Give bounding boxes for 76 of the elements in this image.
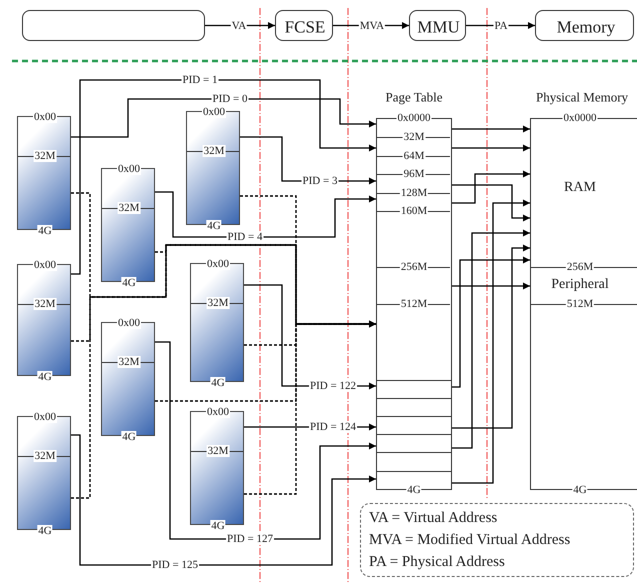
address-label: 4G [210, 377, 226, 389]
arrow [452, 230, 530, 449]
process-box [275, 10, 333, 41]
dashed-arrow [244, 320, 376, 495]
address-label: 32M [202, 145, 226, 157]
edge-label: PID = 124 [309, 421, 357, 433]
arrow [71, 79, 376, 275]
address-label: 4G [37, 225, 53, 237]
address-label: 4G [572, 484, 588, 496]
address-label: 4G [37, 525, 53, 537]
address-label: 0x00 [33, 111, 57, 123]
arrow [452, 200, 530, 484]
address-label: 32M [34, 150, 56, 162]
address-label: 0x00 [117, 317, 141, 329]
arrow [155, 341, 376, 540]
region-label: Peripheral [550, 277, 610, 293]
edge-label: PID = 0 [212, 93, 248, 105]
column-heading: Page Table [384, 90, 444, 104]
address-label: 32M [118, 356, 140, 368]
address-label: 160M [400, 205, 428, 217]
arrow [452, 244, 530, 429]
address-label: 0x0000 [562, 112, 598, 124]
arrow [452, 170, 530, 204]
arrow [451, 282, 530, 290]
arrow [451, 126, 530, 132]
arrow [452, 256, 530, 388]
address-label: 512M [566, 298, 594, 310]
process-box [22, 10, 205, 41]
address-label: 256M [400, 261, 428, 273]
address-label: 32M [206, 297, 230, 309]
address-label: 0x00 [206, 258, 230, 270]
address-label: 128M [400, 187, 428, 199]
address-label: 0x00 [202, 106, 226, 118]
definition-text: VA = Virtual Address [369, 509, 498, 528]
process-box [409, 10, 466, 41]
address-label: 0x00 [206, 406, 230, 418]
edge-label: PA [493, 20, 509, 32]
address-label: 32M [34, 298, 56, 310]
definition-text: MVA = Modified Virtual Address [369, 531, 572, 550]
address-label: 0x00 [33, 259, 57, 271]
box-label: MMU [416, 17, 461, 36]
address-label: 32M [206, 445, 230, 457]
address-label: 256M [566, 261, 594, 273]
arrow [204, 22, 275, 29]
address-label: 4G [210, 520, 226, 532]
address-label: 32M [118, 202, 140, 214]
arrow [71, 434, 376, 566]
definition-text: PA = Physical Address [369, 553, 506, 572]
box-label: Memory [556, 17, 616, 36]
address-label: 0x0000 [396, 112, 432, 124]
edge-label: PID = 125 [151, 559, 199, 571]
edge-label: PID = 3 [302, 175, 338, 187]
edge-label: PID = 127 [226, 533, 274, 545]
edge-label: VA [230, 20, 248, 32]
arrow [452, 184, 530, 222]
box-label: FCSE [284, 17, 326, 36]
address-label: 4G [121, 277, 137, 289]
address-label: 4G [406, 484, 422, 496]
arrow [451, 144, 530, 152]
address-label: 4G [121, 431, 137, 443]
process-box [535, 10, 634, 41]
address-label: 4G [206, 220, 222, 232]
address-label: 64M [402, 150, 426, 162]
address-label: 32M [34, 450, 56, 462]
address-label: 32M [402, 131, 426, 143]
edge-label: MVA [358, 20, 386, 32]
address-label: 0x00 [117, 163, 141, 175]
address-label: 512M [400, 298, 428, 310]
edge-label: PID = 122 [309, 380, 357, 392]
address-label: 96M [402, 168, 426, 180]
edge-label: PID = 1 [182, 74, 218, 86]
edge-label: PID = 4 [226, 231, 264, 243]
arrow [71, 98, 376, 138]
address-label: 0x00 [33, 411, 57, 423]
address-label: 4G [37, 371, 53, 383]
column-heading: Physical Memory [534, 90, 630, 104]
